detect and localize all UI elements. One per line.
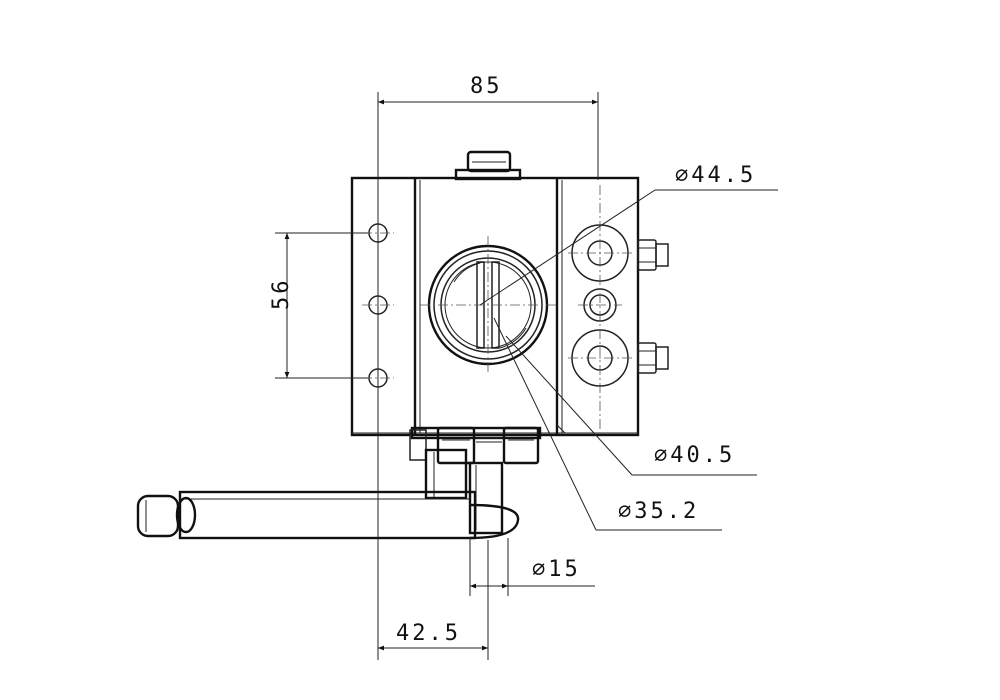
handle-lever (136, 490, 520, 540)
hex-fittings (637, 239, 669, 374)
dim-offset-label: 42.5 (396, 621, 461, 646)
dim-dia-40-5: ∅40.5 (654, 443, 735, 468)
central-bore (420, 236, 556, 372)
leader-dia-44-5: ∅44.5 (479, 163, 778, 306)
dimension-56: 56 (269, 232, 368, 379)
dimension-42-5: 42.5 (377, 430, 489, 660)
body-outline (350, 176, 640, 437)
leader-dia-35-2: ∅35.2 (493, 317, 722, 531)
lower-linkage (409, 426, 542, 535)
dim-dia-15: ∅15 (532, 557, 581, 582)
top-cap (454, 150, 522, 181)
dimension-85: 85 (377, 74, 599, 430)
right-ports (568, 185, 632, 430)
dim-spacing-label: 56 (269, 278, 294, 311)
dim-width-label: 85 (470, 74, 503, 99)
leader-dia-40-5: ∅40.5 (505, 335, 757, 476)
dimension-dia-15: ∅15 (469, 538, 595, 596)
dim-dia-44-5: ∅44.5 (675, 163, 756, 188)
dim-dia-35-2: ∅35.2 (618, 499, 699, 524)
